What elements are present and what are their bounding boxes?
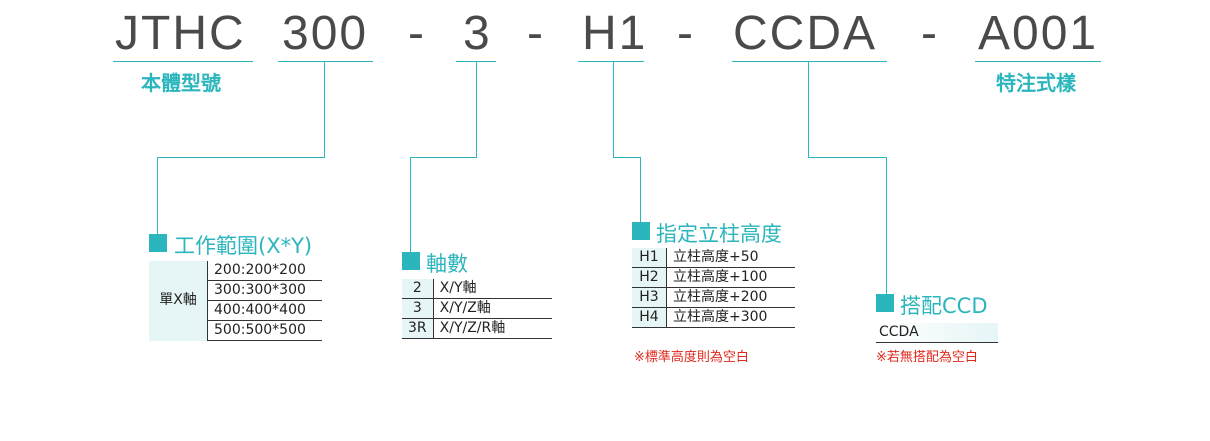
code-dash-2: - (527, 7, 545, 60)
connector-axes (476, 62, 477, 158)
connector-height (613, 157, 641, 158)
underline-special (975, 61, 1101, 62)
work-range-cell: 200:200*200 (207, 261, 322, 281)
code-height: H1 (582, 7, 648, 60)
column-height-marker (632, 222, 650, 240)
model-type-label: 本體型號 (141, 71, 221, 95)
height-code-cell: H4 (632, 307, 667, 328)
height-desc-cell: 立柱高度+100 (666, 267, 795, 288)
work-range-title: 工作範圍(X*Y) (174, 234, 313, 258)
axis-code-cell: 2 (402, 279, 434, 299)
height-code-cell: H2 (632, 267, 667, 288)
code-axes: 3 (463, 7, 492, 60)
code-ccd: CCDA (733, 7, 878, 60)
connector-ccd (808, 62, 809, 158)
axis-desc-cell: X/Y/Z/R軸 (432, 318, 552, 339)
underline-range (278, 61, 373, 62)
ccd-title: 搭配CCD (900, 294, 988, 318)
connector-range (157, 157, 158, 235)
code-range: 300 (282, 7, 369, 60)
underline-axes (456, 61, 496, 62)
ccd-marker (876, 294, 894, 312)
height-desc-cell: 立柱高度+200 (666, 287, 795, 308)
height-code-cell: H1 (632, 248, 667, 268)
code-dash-3: - (677, 7, 695, 60)
column-height-table: H1 立柱高度+50 H2 立柱高度+100 H3 立柱高度+200 H4 立柱… (632, 248, 795, 328)
connector-range (157, 157, 325, 158)
code-dash-1: - (408, 7, 426, 60)
axis-count-table: 2 X/Y軸 3 X/Y/Z軸 3R X/Y/Z/R軸 (402, 279, 552, 339)
axis-count-marker (402, 252, 420, 270)
work-range-marker (149, 234, 167, 252)
height-desc-cell: 立柱高度+50 (666, 248, 795, 268)
axis-desc-cell: X/Y軸 (432, 279, 552, 299)
underline-height (578, 61, 644, 62)
connector-range (324, 62, 325, 158)
connector-ccd (808, 157, 887, 158)
work-range-table: 單X軸 200:200*200 300:300*300 400:400*400 … (149, 261, 322, 341)
code-model: JTHC (115, 7, 246, 60)
underline-ccd (732, 61, 887, 62)
column-height-title: 指定立柱高度 (656, 222, 782, 246)
special-order-label: 特注式樣 (996, 71, 1076, 95)
connector-ccd (886, 157, 887, 295)
work-range-cell: 400:400*400 (207, 300, 322, 321)
axis-code-cell: 3R (402, 318, 434, 339)
underline-model (113, 61, 253, 62)
height-desc-cell: 立柱高度+300 (666, 307, 795, 328)
code-dash-4: - (921, 7, 939, 60)
height-code-cell: H3 (632, 287, 667, 308)
ccd-cell: CCDA (876, 323, 998, 343)
axis-count-title: 軸數 (426, 252, 468, 276)
work-range-cell: 300:300*300 (207, 280, 322, 301)
axis-desc-cell: X/Y/Z軸 (432, 298, 552, 319)
connector-height (640, 157, 641, 223)
column-height-note: ※標準高度則為空白 (634, 350, 749, 365)
work-range-cell: 500:500*500 (207, 320, 322, 341)
ccd-table: CCDA (876, 323, 998, 343)
connector-axes (410, 157, 411, 252)
connector-axes (410, 157, 477, 158)
ccd-note: ※若無搭配為空白 (876, 350, 978, 365)
work-range-row-header: 單X軸 (149, 261, 208, 341)
axis-code-cell: 3 (402, 298, 434, 319)
code-special: A001 (978, 7, 1099, 60)
connector-height (613, 62, 614, 158)
